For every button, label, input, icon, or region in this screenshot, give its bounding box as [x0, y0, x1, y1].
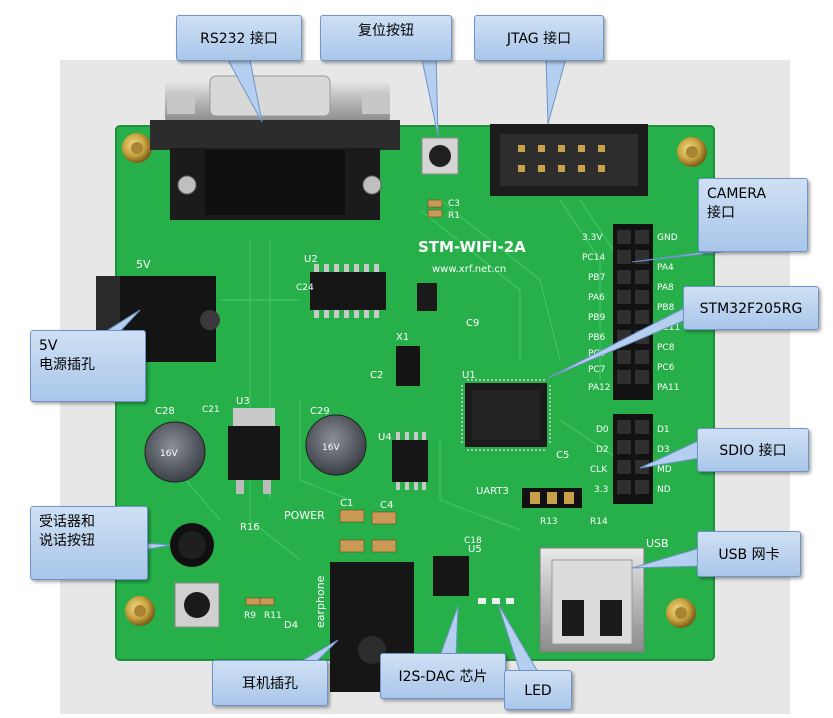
sdio-pin-label: 3.3	[594, 485, 608, 495]
label-c28: C28	[155, 406, 175, 417]
board-url: www.xrf.net.cn	[432, 264, 506, 275]
label-c3: C3	[448, 199, 460, 209]
sdio-header	[613, 414, 653, 504]
label-c24: C24	[296, 283, 314, 293]
label-power: POWER	[284, 509, 325, 522]
smd-parts	[245, 199, 443, 606]
label-5v: 5V	[136, 258, 151, 271]
callout-led: LED	[504, 670, 572, 710]
cam-pin-label: 3.3V	[582, 233, 603, 243]
label-u1: U1	[462, 370, 476, 381]
label-c29: C29	[310, 406, 330, 417]
callout-jtag: JTAG 接口	[474, 15, 604, 61]
cam-pin-label: PC14	[582, 253, 605, 263]
callout-dac: I2S-DAC 芯片	[380, 653, 506, 699]
label-r16: R16	[240, 522, 260, 533]
label-r1: R1	[448, 211, 460, 221]
usb-connector	[539, 547, 645, 653]
cam-pin-label: PC7	[588, 365, 605, 375]
label-usb: USB	[646, 537, 669, 550]
cam-pin-label: PA8	[657, 283, 674, 293]
sdio-pin-label: D1	[657, 425, 670, 435]
label-c2: C2	[370, 370, 383, 381]
sdio-pin-label: ND	[657, 485, 671, 495]
label-c5: C5	[556, 450, 569, 461]
cam-pin-label: PA12	[588, 383, 610, 393]
cam-pin-label: PB7	[588, 273, 605, 283]
mcu-chip	[461, 379, 551, 451]
cam-pin-label: PA4	[657, 263, 674, 273]
electrolytic-capacitors	[144, 414, 367, 483]
crystal-x1	[396, 346, 420, 386]
callout-usb: USB 网卡	[697, 531, 801, 577]
callout-camera: CAMERA 接口	[698, 178, 808, 252]
cap-rating-right: 16V	[322, 443, 340, 453]
leds	[478, 598, 514, 604]
callout-rs232: RS232 接口	[176, 15, 302, 61]
pcb	[116, 126, 714, 660]
sdio-pin-label: D0	[596, 425, 609, 435]
label-d4: D4	[284, 620, 298, 631]
cap-rating-left: 16V	[160, 449, 178, 459]
callout-mcu: STM32F205RG	[683, 286, 819, 330]
label-u5: U5	[468, 544, 482, 555]
sdio-pin-label: D2	[596, 445, 609, 455]
cam-pin-label: PB8	[657, 303, 675, 313]
label-c4: C4	[380, 500, 393, 511]
label-u4: U4	[378, 432, 392, 443]
cam-pin-label: PC6	[657, 363, 675, 373]
callout-sdio: SDIO 接口	[697, 428, 809, 472]
silkscreen: STM-WIFI-2A www.xrf.net.cn 5V POWER earp…	[136, 199, 680, 631]
label-c9: C9	[466, 318, 479, 329]
standoff-screws	[122, 133, 707, 628]
cam-pin-label: PA6	[588, 293, 605, 303]
jtag-header	[490, 124, 648, 196]
callout-earphone: 耳机插孔	[212, 660, 328, 706]
talk-button-part	[174, 582, 220, 628]
sdio-pin-label: D3	[657, 445, 670, 455]
reset-button-part	[421, 137, 459, 175]
camera-header	[613, 224, 653, 400]
cam-pin-label: PB6	[588, 333, 606, 343]
label-earphone: earphone	[314, 575, 327, 628]
pcb-traces	[159, 199, 621, 561]
label-c18: C18	[464, 536, 482, 546]
label-c21: C21	[202, 405, 220, 415]
callout-power: 5V 电源插孔	[30, 330, 146, 402]
cam-pin-label: PA11	[657, 383, 679, 393]
uart-pins	[522, 488, 582, 508]
label-uart: UART3	[476, 486, 509, 497]
dac-chip	[433, 556, 469, 596]
label-r11: R11	[264, 611, 282, 621]
microphone	[170, 523, 214, 567]
chip-u4	[392, 432, 428, 490]
regulator-u3	[228, 408, 280, 494]
rs232-connector	[150, 75, 400, 220]
sdio-pin-label: CLK	[590, 465, 608, 475]
callout-reset-button: 复位按钮	[320, 15, 452, 61]
cam-pin-label: PB9	[588, 313, 606, 323]
label-r13: R13	[540, 517, 558, 527]
label-r14: R14	[590, 517, 608, 527]
label-r9: R9	[244, 611, 256, 621]
label-u3: U3	[236, 396, 250, 407]
label-x1: X1	[396, 332, 409, 343]
label-u2: U2	[304, 254, 318, 265]
label-c1: C1	[340, 498, 353, 509]
cam-pin-label: GND	[657, 233, 678, 243]
cam-pin-label: PC11	[657, 323, 680, 333]
callout-mic-button: 受话器和 说话按钮	[30, 506, 148, 580]
board-title: STM-WIFI-2A	[418, 238, 526, 256]
jumper	[417, 283, 437, 311]
chip-u2	[310, 264, 386, 318]
sdio-pin-label: MD	[657, 465, 672, 475]
cam-pin-label: PC8	[657, 343, 675, 353]
